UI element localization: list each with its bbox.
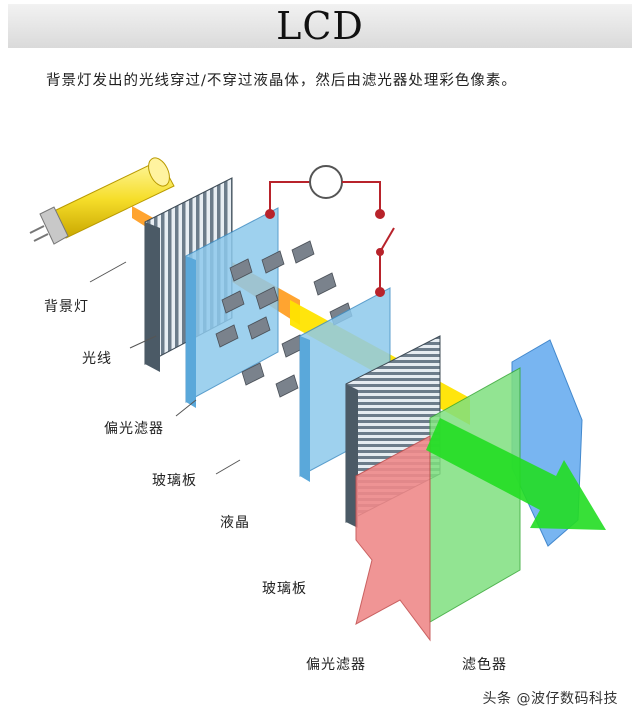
description-text: 背景灯发出的光线穿过/不穿过液晶体，然后由滤光器处理彩色像素。 (46, 73, 517, 89)
page-title: LCD (276, 4, 364, 48)
fluorescent-tube-icon (29, 157, 175, 245)
label-glass-1: 玻璃板 (152, 473, 197, 489)
label-leader-lines (89, 261, 241, 475)
lamp-circuit-icon (265, 165, 385, 297)
label-polarizer-1: 偏光滤器 (104, 421, 164, 437)
label-liquid-crystal: 液晶 (220, 515, 250, 531)
label-backlight: 背景灯 (44, 299, 89, 315)
label-glass-2: 玻璃板 (262, 581, 307, 597)
watermark: 头条 @波仔数码科技 (482, 691, 618, 707)
label-polarizer-2: 偏光滤器 (306, 657, 366, 673)
label-light-ray: 光线 (82, 351, 112, 367)
label-color-filter: 滤色器 (462, 657, 507, 673)
switch-icon (376, 227, 395, 256)
output-arrow-icon (426, 418, 606, 530)
title-bar: LCD (8, 4, 632, 48)
